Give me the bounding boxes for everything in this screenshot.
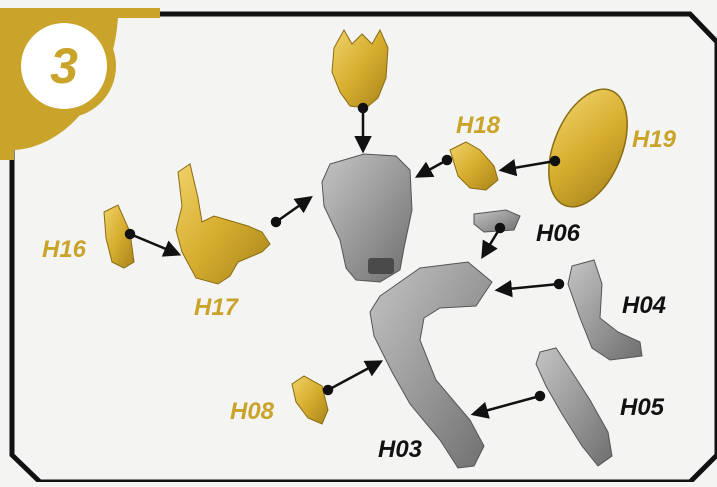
label-h19: H19 — [632, 128, 676, 152]
part-h18-hand — [450, 142, 498, 190]
label-h16: H16 — [42, 238, 86, 262]
part-torso — [322, 154, 412, 282]
label-h08: H08 — [230, 400, 274, 424]
part-helmet — [332, 30, 388, 108]
arrow-h16-to-h17 — [126, 230, 178, 254]
label-h06: H06 — [536, 222, 580, 246]
part-h05-shin — [536, 348, 612, 466]
arrow-h17-to-torso — [272, 198, 310, 226]
arrow-h18-to-torso — [418, 156, 451, 176]
arrow-h04-to-leg — [498, 280, 563, 290]
part-h08-piece — [292, 376, 328, 424]
label-h05: H05 — [620, 396, 664, 420]
arrow-h05-to-leg — [474, 392, 544, 414]
arrow-helmet-to-torso — [359, 104, 367, 150]
label-h18: H18 — [456, 114, 500, 138]
part-h19-shield — [533, 78, 642, 218]
step-number: 3 — [24, 34, 104, 98]
label-h17: H17 — [194, 296, 238, 320]
arrow-h08-to-leg — [324, 362, 380, 394]
part-h17-arm — [176, 164, 270, 284]
label-h03: H03 — [378, 438, 422, 462]
label-h04: H04 — [622, 294, 666, 318]
